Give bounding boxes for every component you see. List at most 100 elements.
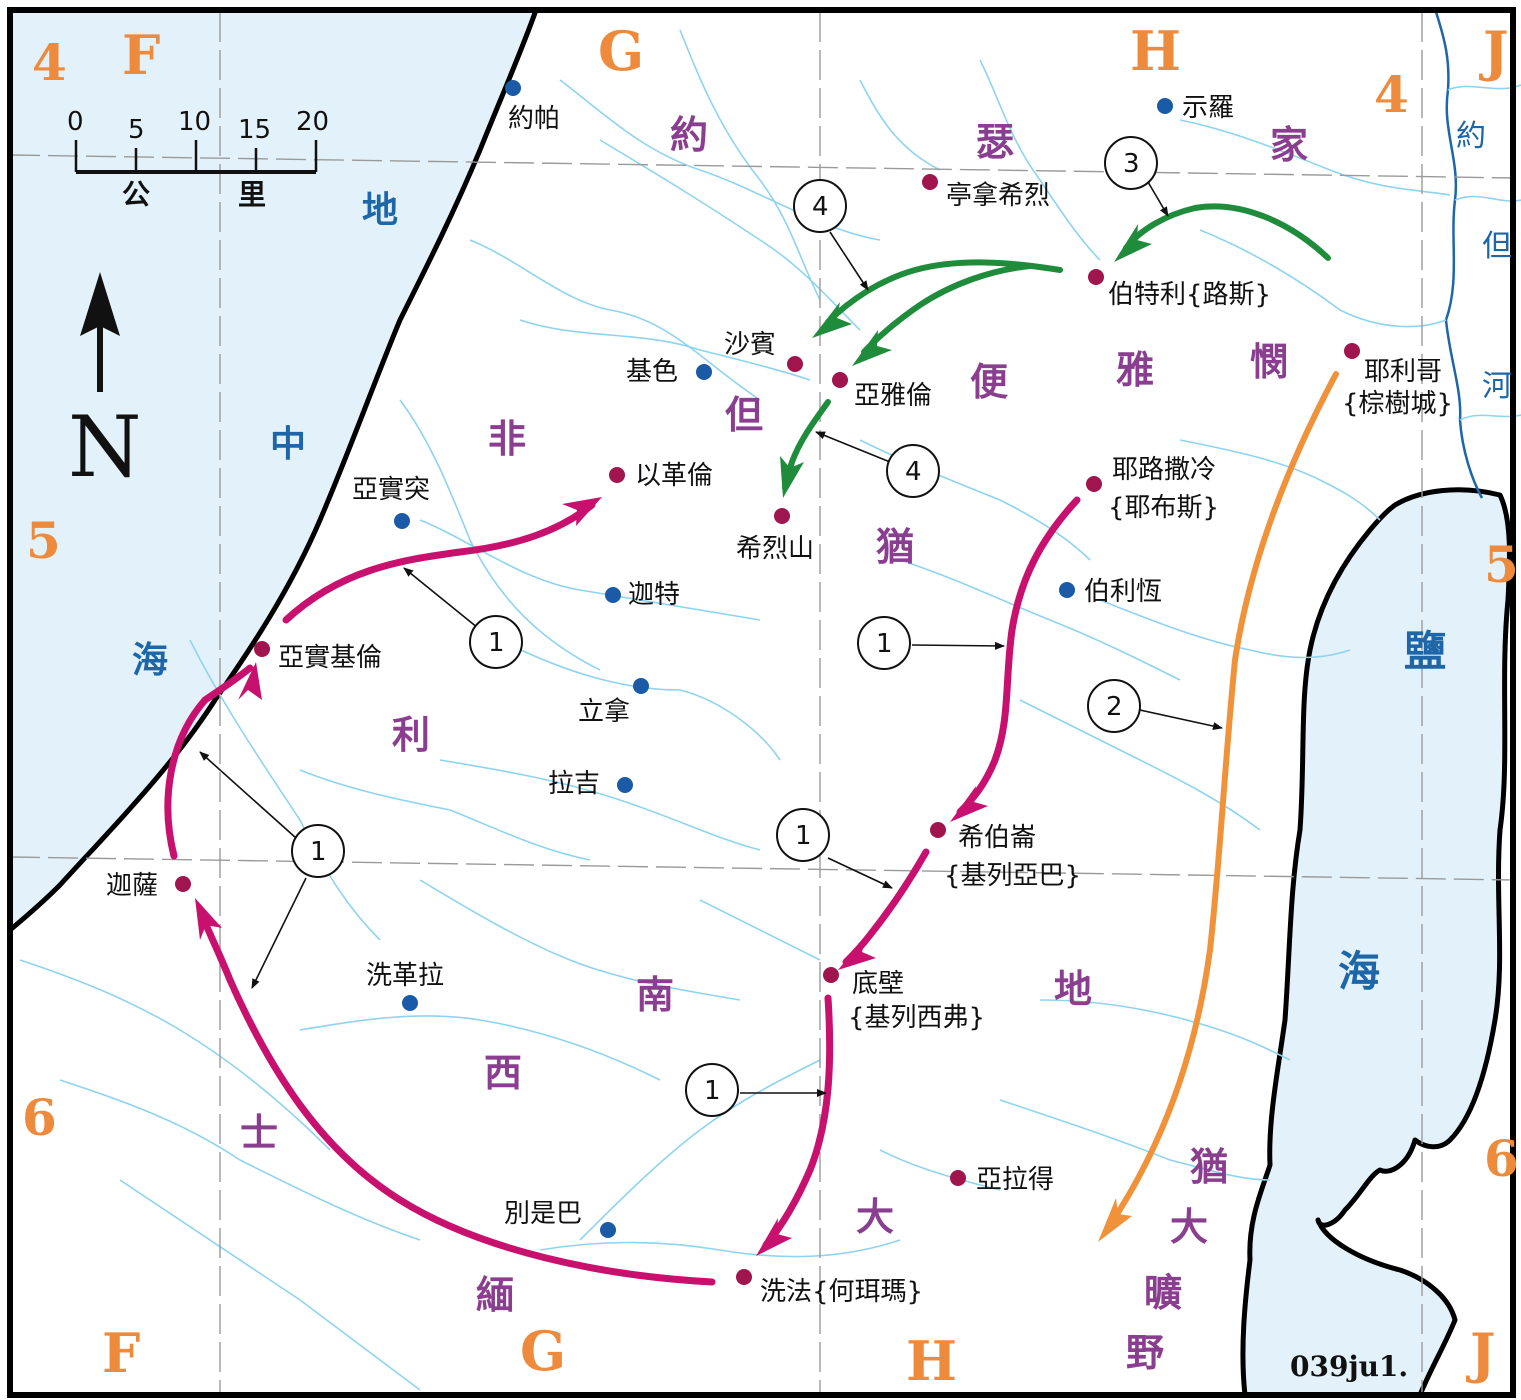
region-negeb-di: 地 bbox=[1054, 967, 1092, 1011]
cities-blue bbox=[394, 80, 1173, 1238]
arrowhead bbox=[1114, 224, 1152, 262]
place-jericho: 耶利哥 bbox=[1364, 357, 1442, 387]
scale-bar: 0 5 10 15 20 公 里 bbox=[67, 107, 329, 211]
route-debir-zephath bbox=[762, 994, 834, 1249]
sea-label-di: 地 bbox=[362, 190, 398, 231]
arrow-up-icon bbox=[80, 272, 120, 392]
grid-col-g-bottom: G bbox=[520, 1319, 566, 1383]
place-jericho-alt: {棕樹城} bbox=[1342, 389, 1453, 419]
place-gezer: 基色 bbox=[626, 357, 678, 387]
place-debir: 底壁 bbox=[852, 969, 904, 999]
region-simeon-mian: 緬 bbox=[476, 1273, 514, 1317]
place-jerusalem: 耶路撒冷 bbox=[1112, 455, 1216, 485]
region-wilderness-ye: 野 bbox=[1126, 1331, 1164, 1375]
grid-row-4-left: 4 bbox=[32, 33, 67, 92]
dot-icon bbox=[617, 777, 633, 793]
marker-1-ashdod: 1 bbox=[488, 628, 505, 658]
region-joseph-se: 瑟 bbox=[976, 120, 1014, 164]
place-timnath-heres: 亭拿希烈 bbox=[946, 181, 1050, 211]
place-bethlehem: 伯利恆 bbox=[1084, 577, 1162, 607]
arrowhead bbox=[756, 1218, 792, 1256]
marker-1-gaza: 1 bbox=[310, 837, 327, 867]
grid-row-5-left: 5 bbox=[26, 511, 61, 570]
route-jerusalem-hebron bbox=[956, 496, 1081, 816]
region-wilderness-kuang: 曠 bbox=[1144, 1271, 1182, 1315]
region-wilderness-you: 猶 bbox=[1190, 1145, 1228, 1189]
dot-icon bbox=[787, 356, 803, 372]
sea-label-hai: 海 bbox=[132, 640, 168, 681]
dot-icon bbox=[1086, 476, 1102, 492]
place-arad: 亞拉得 bbox=[976, 1165, 1054, 1195]
grid-col-g-top: G bbox=[598, 19, 644, 83]
marker-4-north: 4 bbox=[812, 192, 829, 222]
route-zephath-gaza bbox=[198, 911, 716, 1286]
dot-icon bbox=[774, 508, 790, 524]
arrowhead bbox=[238, 662, 262, 700]
scale-tick-0: 0 bbox=[67, 107, 84, 137]
region-benjamin-bian: 便 bbox=[970, 360, 1009, 404]
region-benjamin-min: 憫 bbox=[1250, 340, 1288, 384]
place-ashkelon: 亞實基倫 bbox=[278, 643, 382, 673]
place-jerusalem-alt: {耶布斯} bbox=[1108, 493, 1219, 523]
dead-sea bbox=[1240, 487, 1513, 1398]
region-dan: 但 bbox=[725, 393, 763, 437]
grid-row-6-right: 6 bbox=[1484, 1129, 1519, 1188]
place-bethel: 伯特利{路斯} bbox=[1108, 280, 1271, 310]
route-ashkelon-ekron bbox=[282, 501, 596, 624]
river-label-dan: 但 bbox=[1482, 229, 1512, 264]
grid-row-5-right: 5 bbox=[1484, 535, 1519, 594]
grid-row-6-left: 6 bbox=[22, 1088, 57, 1147]
dot-icon bbox=[600, 1222, 616, 1238]
scale-unit-gong: 公 bbox=[122, 178, 150, 211]
place-libnah: 立拿 bbox=[578, 697, 630, 727]
river-label-yue: 約 bbox=[1456, 119, 1486, 154]
grid-lines bbox=[9, 12, 1516, 1395]
place-hebron: 希伯崙 bbox=[958, 823, 1036, 853]
grid-col-j-bottom: J bbox=[1466, 1321, 1496, 1385]
marker-1-hebron: 1 bbox=[795, 821, 812, 851]
dead-sea-label-hai: 海 bbox=[1338, 947, 1380, 996]
dot-icon bbox=[1059, 582, 1075, 598]
region-joseph-yue: 約 bbox=[670, 113, 708, 157]
region-wilderness-da: 大 bbox=[1170, 1205, 1208, 1249]
arrowhead bbox=[1098, 1198, 1132, 1242]
dot-icon bbox=[402, 995, 418, 1011]
place-shiloh: 示羅 bbox=[1182, 93, 1234, 123]
mediterranean-sea bbox=[7, 7, 539, 933]
route-jericho-arad bbox=[1107, 371, 1339, 1228]
grid-col-j-top: J bbox=[1479, 19, 1509, 83]
dot-icon bbox=[605, 587, 621, 603]
place-hebron-alt: {基列亞巴} bbox=[944, 861, 1081, 891]
place-joppa: 約帕 bbox=[508, 104, 560, 134]
region-benjamin-ya: 雅 bbox=[1116, 348, 1154, 392]
marker-3-bethel: 3 bbox=[1123, 149, 1140, 179]
region-judah-da: 大 bbox=[856, 1195, 894, 1239]
arrowhead bbox=[950, 786, 988, 822]
place-ziklag: 洗革拉 bbox=[366, 961, 444, 991]
grid-col-f-top: F bbox=[122, 23, 160, 87]
dot-icon bbox=[633, 678, 649, 694]
grid-col-h-bottom: H bbox=[906, 1329, 957, 1393]
route-markers: 1 1 1 1 1 2 3 4 4 bbox=[291, 136, 1158, 1117]
river-label-he: 河 bbox=[1482, 369, 1512, 404]
route-gaza-ashkelon bbox=[164, 664, 254, 860]
map-code: 039ju1. bbox=[1290, 1350, 1408, 1383]
marker-1-jerusalem: 1 bbox=[876, 629, 893, 659]
place-ekron: 以革倫 bbox=[635, 461, 713, 491]
map-frame bbox=[7, 7, 1516, 1398]
dot-icon bbox=[505, 80, 521, 96]
region-simeon-xi: 西 bbox=[484, 1051, 522, 1095]
place-gaza: 迦薩 bbox=[106, 871, 158, 901]
region-philistia-fei: 非 bbox=[488, 417, 526, 461]
place-beersheba: 別是巴 bbox=[504, 1199, 582, 1229]
place-gath: 迦特 bbox=[628, 580, 680, 610]
scale-unit-li: 里 bbox=[238, 178, 266, 211]
region-joseph-jia: 家 bbox=[1270, 123, 1308, 167]
sea-label-zhong: 中 bbox=[270, 424, 306, 465]
place-shaalbim: 沙賓 bbox=[724, 330, 776, 360]
route-bethel-shaalbim bbox=[825, 259, 1063, 325]
region-negeb-nan: 南 bbox=[636, 973, 674, 1017]
region-philistia-li: 利 bbox=[392, 713, 430, 757]
dot-icon bbox=[175, 876, 191, 892]
